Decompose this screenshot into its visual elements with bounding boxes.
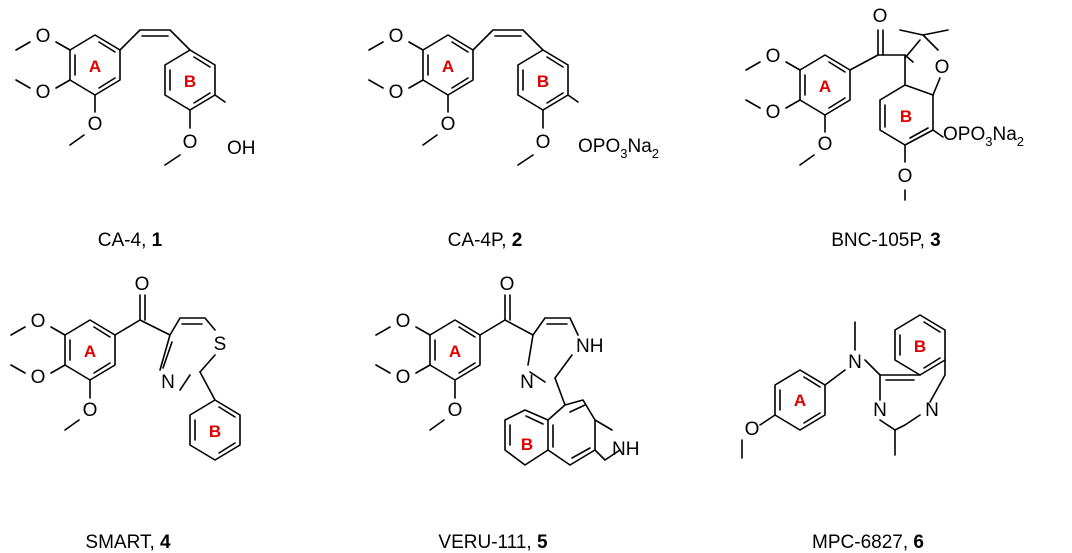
- oxygen-label: O: [766, 46, 781, 67]
- oxygen-label: O: [88, 114, 103, 135]
- oxygen-label: O: [396, 311, 411, 332]
- compound-3-bonds: [745, 29, 949, 201]
- compound-1-atom-labels: O O O O OH: [36, 26, 256, 159]
- oxygen-label: O: [389, 82, 404, 103]
- carbonyl-oxygen-label: O: [135, 274, 150, 295]
- oxygen-label: O: [818, 134, 833, 155]
- indole-nh-label: NH: [612, 439, 639, 460]
- compound-6-bonds: [741, 314, 946, 459]
- ring-b-label: B: [537, 72, 549, 91]
- compound-1-caption: CA-4, 1: [98, 230, 163, 251]
- hydroxyl-label: OH: [227, 138, 256, 159]
- compound-4-smart: O O O O S N A B SMART, 4: [10, 274, 241, 553]
- imidazole-nh-label: NH: [576, 336, 603, 357]
- oxygen-label: O: [448, 400, 463, 421]
- ring-b-label: B: [521, 435, 533, 454]
- oxygen-label: O: [396, 367, 411, 388]
- oxygen-label: O: [83, 400, 98, 421]
- compound-6-mpc6827: O N N N A B MPC-6827, 6: [741, 314, 946, 553]
- nitrogen-label: N: [520, 372, 534, 393]
- compound-5-veru111: O O O O NH N NH A B VERU-111, 5: [375, 274, 640, 553]
- oxygen-label: O: [31, 367, 46, 388]
- oxygen-label: O: [766, 102, 781, 123]
- compound-2-atom-labels: O O O O OPO3Na2: [389, 26, 659, 161]
- nitrogen-label: N: [161, 372, 175, 393]
- ring-a-label: A: [449, 342, 461, 361]
- compound-3-atom-labels: O O O O O O OPO3Na2: [766, 6, 1024, 187]
- ring-b-label: B: [900, 107, 912, 126]
- ring-b-label: B: [914, 337, 926, 356]
- amine-nitrogen-label: N: [848, 352, 862, 373]
- phosphate-label: OPO3Na2: [578, 136, 659, 161]
- oxygen-label: O: [31, 311, 46, 332]
- ring-a-label: A: [794, 391, 806, 410]
- compound-2-ca4p: O O O O OPO3Na2 A B CA-4P, 2: [368, 26, 659, 251]
- compound-1-bonds: [15, 29, 226, 166]
- phosphate-label: OPO3Na2: [943, 124, 1024, 149]
- ring-b-label: B: [184, 72, 196, 91]
- compound-2-bonds: [368, 29, 579, 166]
- furan-oxygen-label: O: [935, 57, 950, 78]
- oxygen-label: O: [745, 419, 760, 440]
- oxygen-label: O: [183, 132, 198, 153]
- nitrogen-label: N: [925, 400, 939, 421]
- oxygen-label: O: [389, 26, 404, 47]
- carbonyl-oxygen-label: O: [500, 274, 515, 295]
- compound-4-caption: SMART, 4: [85, 532, 171, 553]
- compound-6-atom-labels: O N N N: [745, 352, 939, 440]
- ring-a-label: A: [442, 57, 454, 76]
- compound-1-ca4: O O O O OH A B CA-4, 1: [15, 26, 256, 251]
- compound-5-atom-labels: O O O O NH N NH: [396, 274, 640, 460]
- compound-3-caption: BNC-105P, 3: [831, 230, 941, 251]
- compound-4-atom-labels: O O O O S N: [31, 274, 227, 421]
- ring-a-label: A: [89, 57, 101, 76]
- oxygen-label: O: [36, 26, 51, 47]
- oxygen-label: O: [441, 114, 456, 135]
- sulfur-label: S: [214, 334, 227, 355]
- ring-a-label: A: [84, 342, 96, 361]
- carbonyl-oxygen-label: O: [873, 6, 888, 27]
- oxygen-label: O: [536, 132, 551, 153]
- ring-a-label: A: [819, 77, 831, 96]
- compound-5-caption: VERU-111, 5: [438, 532, 548, 553]
- compound-5-bonds: [375, 294, 621, 466]
- compound-2-caption: CA-4P, 2: [448, 230, 523, 251]
- compound-6-caption: MPC-6827, 6: [812, 532, 924, 553]
- compound-3-bnc105p: O O O O O O OPO3Na2 A B BNC-105P, 3: [745, 6, 1024, 251]
- oxygen-label: O: [898, 166, 913, 187]
- compound-4-bonds: [10, 294, 241, 461]
- nitrogen-label: N: [873, 400, 887, 421]
- oxygen-label: O: [36, 82, 51, 103]
- ring-b-label: B: [209, 422, 221, 441]
